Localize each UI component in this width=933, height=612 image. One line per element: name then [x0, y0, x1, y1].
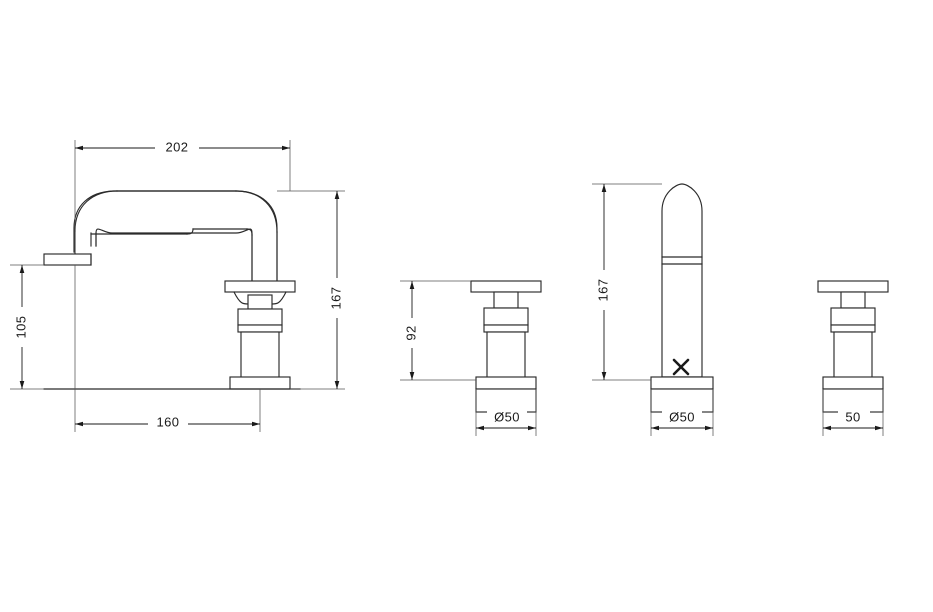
handle2-collar [483, 307, 529, 333]
dim-d50-spout-label: Ø50 [669, 409, 695, 424]
spout-front-bands [661, 256, 703, 265]
dim-92-label: 92 [403, 325, 418, 340]
handle2-stem [493, 291, 519, 309]
view-spout-side: 202 167 105 [10, 139, 346, 432]
dim-167-front-label: 167 [595, 279, 610, 302]
dim-d50-handle: Ø50 [475, 389, 537, 436]
view-handle-side: 92 Ø50 [400, 280, 542, 436]
handle-body-column [240, 331, 280, 381]
handle2-body-column [486, 331, 526, 381]
dim-50: 50 [822, 389, 884, 436]
handle-neck [233, 291, 287, 310]
dim-202-label: 202 [166, 139, 189, 154]
handle4-body-column [833, 331, 873, 381]
handle4-collar [830, 307, 876, 333]
dim-202: 202 [74, 139, 291, 253]
handle-base-flange [229, 376, 291, 390]
handle4-stem [840, 291, 866, 309]
spout-outer-profile [73, 190, 278, 288]
dim-167-front: 167 [592, 183, 662, 381]
dim-92: 92 [400, 280, 476, 381]
dim-105-label: 105 [13, 316, 28, 339]
handle4-cap-plate [817, 280, 889, 293]
view-handle-front: 50 [817, 280, 889, 436]
view-spout-front: 167 Ø50 [592, 183, 714, 436]
spout-body-outline [74, 190, 278, 291]
handle2-base-flange [475, 376, 537, 390]
handle2-cap-plate [470, 280, 542, 293]
spout-front-body [661, 183, 703, 378]
dim-d50-spout: Ø50 [650, 389, 714, 436]
handle-collar [237, 308, 283, 333]
dim-167-main-label: 167 [328, 287, 343, 310]
handle-cap-plate [224, 280, 296, 293]
dim-105: 105 [10, 264, 44, 390]
spout-outlet-lip [43, 253, 92, 266]
dim-167-main: 167 [277, 190, 346, 390]
cross-icon [672, 358, 690, 376]
spout-arm-underside [90, 232, 97, 247]
dim-d50-handle-label: Ø50 [494, 409, 520, 424]
dim-50-label: 50 [845, 409, 860, 424]
spout-front-base-flange [650, 376, 714, 390]
handle4-base-flange [822, 376, 884, 390]
dim-160-label: 160 [157, 414, 180, 429]
dim-160: 160 [74, 265, 261, 432]
